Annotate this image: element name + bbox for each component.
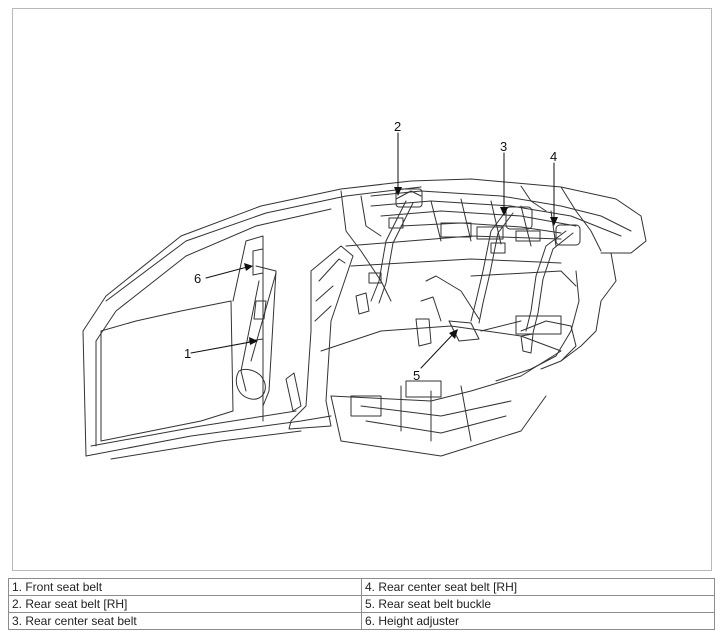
legend-row: 1. Front seat belt 4. Rear center seat b… <box>8 578 715 596</box>
legend-item: 1. Front seat belt <box>12 580 103 594</box>
legend-cell: 2. Rear seat belt [RH] <box>8 595 362 613</box>
legend-cell: 1. Front seat belt <box>8 578 362 596</box>
legend-item: 5. Rear seat belt buckle <box>365 597 492 611</box>
legend-cell: 3. Rear center seat belt <box>8 612 362 630</box>
rear-shelf-panel <box>370 190 632 247</box>
callout-front-seat-belt: 1 <box>184 346 191 361</box>
leader-lines <box>190 132 555 369</box>
callout-rear-seat-belt-rh: 2 <box>394 119 401 134</box>
vehicle-body-outline <box>82 178 647 460</box>
b-pillar-trim <box>288 245 354 430</box>
legend-table: 1. Front seat belt 4. Rear center seat b… <box>8 578 715 630</box>
legend-item: 3. Rear center seat belt <box>12 614 137 628</box>
legend-cell: 4. Rear center seat belt [RH] <box>361 578 715 596</box>
legend-item: 4. Rear center seat belt [RH] <box>365 580 518 594</box>
front-seat-belt-assembly <box>235 248 302 412</box>
legend-cell: 6. Height adjuster <box>361 612 715 630</box>
callout-rear-center-seat-belt-rh: 4 <box>550 149 557 164</box>
rear-seat-belt-rh <box>355 188 423 315</box>
seat-belt-diagram: 1 2 3 4 5 6 <box>82 119 647 460</box>
callout-rear-seat-belt-buckle: 5 <box>413 368 420 383</box>
callout-rear-center-seat-belt: 3 <box>500 139 507 154</box>
legend-row: 2. Rear seat belt [RH] 5. Rear seat belt… <box>8 595 715 613</box>
legend-cell: 5. Rear seat belt buckle <box>361 595 715 613</box>
legend-item: 2. Rear seat belt [RH] <box>12 597 128 611</box>
legend-row: 3. Rear center seat belt 6. Height adjus… <box>8 612 715 630</box>
figure-frame: 1 2 3 4 5 6 <box>12 8 712 571</box>
rear-center-seat-belt <box>415 206 533 347</box>
rear-seat-belt-right-side <box>520 224 581 354</box>
legend-item: 6. Height adjuster <box>365 614 460 628</box>
leader-arrowheads <box>244 187 558 345</box>
callout-height-adjuster: 6 <box>194 271 201 286</box>
vehicle-floor <box>320 315 577 457</box>
